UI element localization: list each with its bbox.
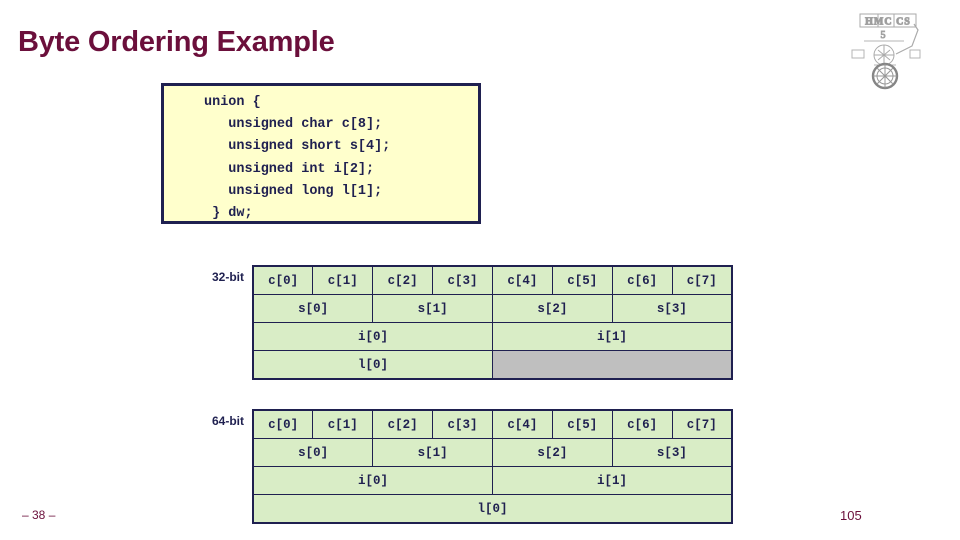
byte-cell: s[2] <box>492 294 613 323</box>
footer-slide-marker: – 38 – <box>22 508 56 522</box>
byte-cell: c[2] <box>372 409 434 439</box>
union-code-text: union { unsigned char c[8]; unsigned sho… <box>204 95 391 222</box>
byte-cell: s[1] <box>372 438 493 467</box>
byte-cell: s[2] <box>492 438 613 467</box>
byte-cell: i[0] <box>252 322 493 351</box>
table-row: i[0]i[1] <box>252 466 733 495</box>
byte-cell: c[6] <box>611 409 673 439</box>
byte-cell: c[0] <box>252 265 314 295</box>
hmc-cs-logo: HMC CS 5 <box>838 8 942 90</box>
page-title: Byte Ordering Example <box>18 26 335 58</box>
byte-cell: s[3] <box>611 438 733 467</box>
byte-cell: c[3] <box>432 265 493 295</box>
byte-cell: c[7] <box>671 409 733 439</box>
byte-layout-64bit: 64-bit c[0]c[1]c[2]c[3]c[4]c[5]c[6]c[7]s… <box>212 409 733 524</box>
byte-cell: i[1] <box>492 322 733 351</box>
svg-text:5: 5 <box>881 30 886 41</box>
table-row: i[0]i[1] <box>252 322 733 351</box>
byte-cell: c[5] <box>551 409 613 439</box>
byte-cell-empty <box>492 350 733 380</box>
byte-cell: c[4] <box>492 409 553 439</box>
table-row: c[0]c[1]c[2]c[3]c[4]c[5]c[6]c[7] <box>252 265 733 295</box>
table-row: s[0]s[1]s[2]s[3] <box>252 438 733 467</box>
table-row: l[0] <box>252 494 733 524</box>
byte-cell: c[1] <box>312 265 374 295</box>
byte-cell: l[0] <box>252 350 493 380</box>
byte-layout-32bit: 32-bit c[0]c[1]c[2]c[3]c[4]c[5]c[6]c[7]s… <box>212 265 733 380</box>
byte-cell: s[3] <box>611 294 733 323</box>
byte-cell: c[2] <box>372 265 434 295</box>
byte-cell: i[1] <box>492 466 733 495</box>
byte-cell: c[4] <box>492 265 553 295</box>
byte-cell: c[6] <box>611 265 673 295</box>
byte-cell: i[0] <box>252 466 493 495</box>
byte-table-32: c[0]c[1]c[2]c[3]c[4]c[5]c[6]c[7]s[0]s[1]… <box>252 265 733 380</box>
byte-cell: s[0] <box>252 438 374 467</box>
byte-cell: c[5] <box>551 265 613 295</box>
svg-text:HMC CS: HMC CS <box>865 17 911 28</box>
byte-cell: c[7] <box>671 265 733 295</box>
byte-table-64: c[0]c[1]c[2]c[3]c[4]c[5]c[6]c[7]s[0]s[1]… <box>252 409 733 524</box>
union-code-box: union { unsigned char c[8]; unsigned sho… <box>161 83 481 224</box>
footer-page-number: 105 <box>840 508 862 523</box>
table-row: c[0]c[1]c[2]c[3]c[4]c[5]c[6]c[7] <box>252 409 733 439</box>
table-row: s[0]s[1]s[2]s[3] <box>252 294 733 323</box>
byte-cell: s[1] <box>372 294 493 323</box>
bit-label-32: 32-bit <box>211 270 244 284</box>
byte-cell: s[0] <box>252 294 374 323</box>
byte-cell: c[1] <box>312 409 374 439</box>
byte-cell: l[0] <box>252 494 733 524</box>
bit-label-64: 64-bit <box>211 414 244 428</box>
table-row: l[0] <box>252 350 733 380</box>
byte-cell: c[0] <box>252 409 314 439</box>
byte-cell: c[3] <box>432 409 493 439</box>
